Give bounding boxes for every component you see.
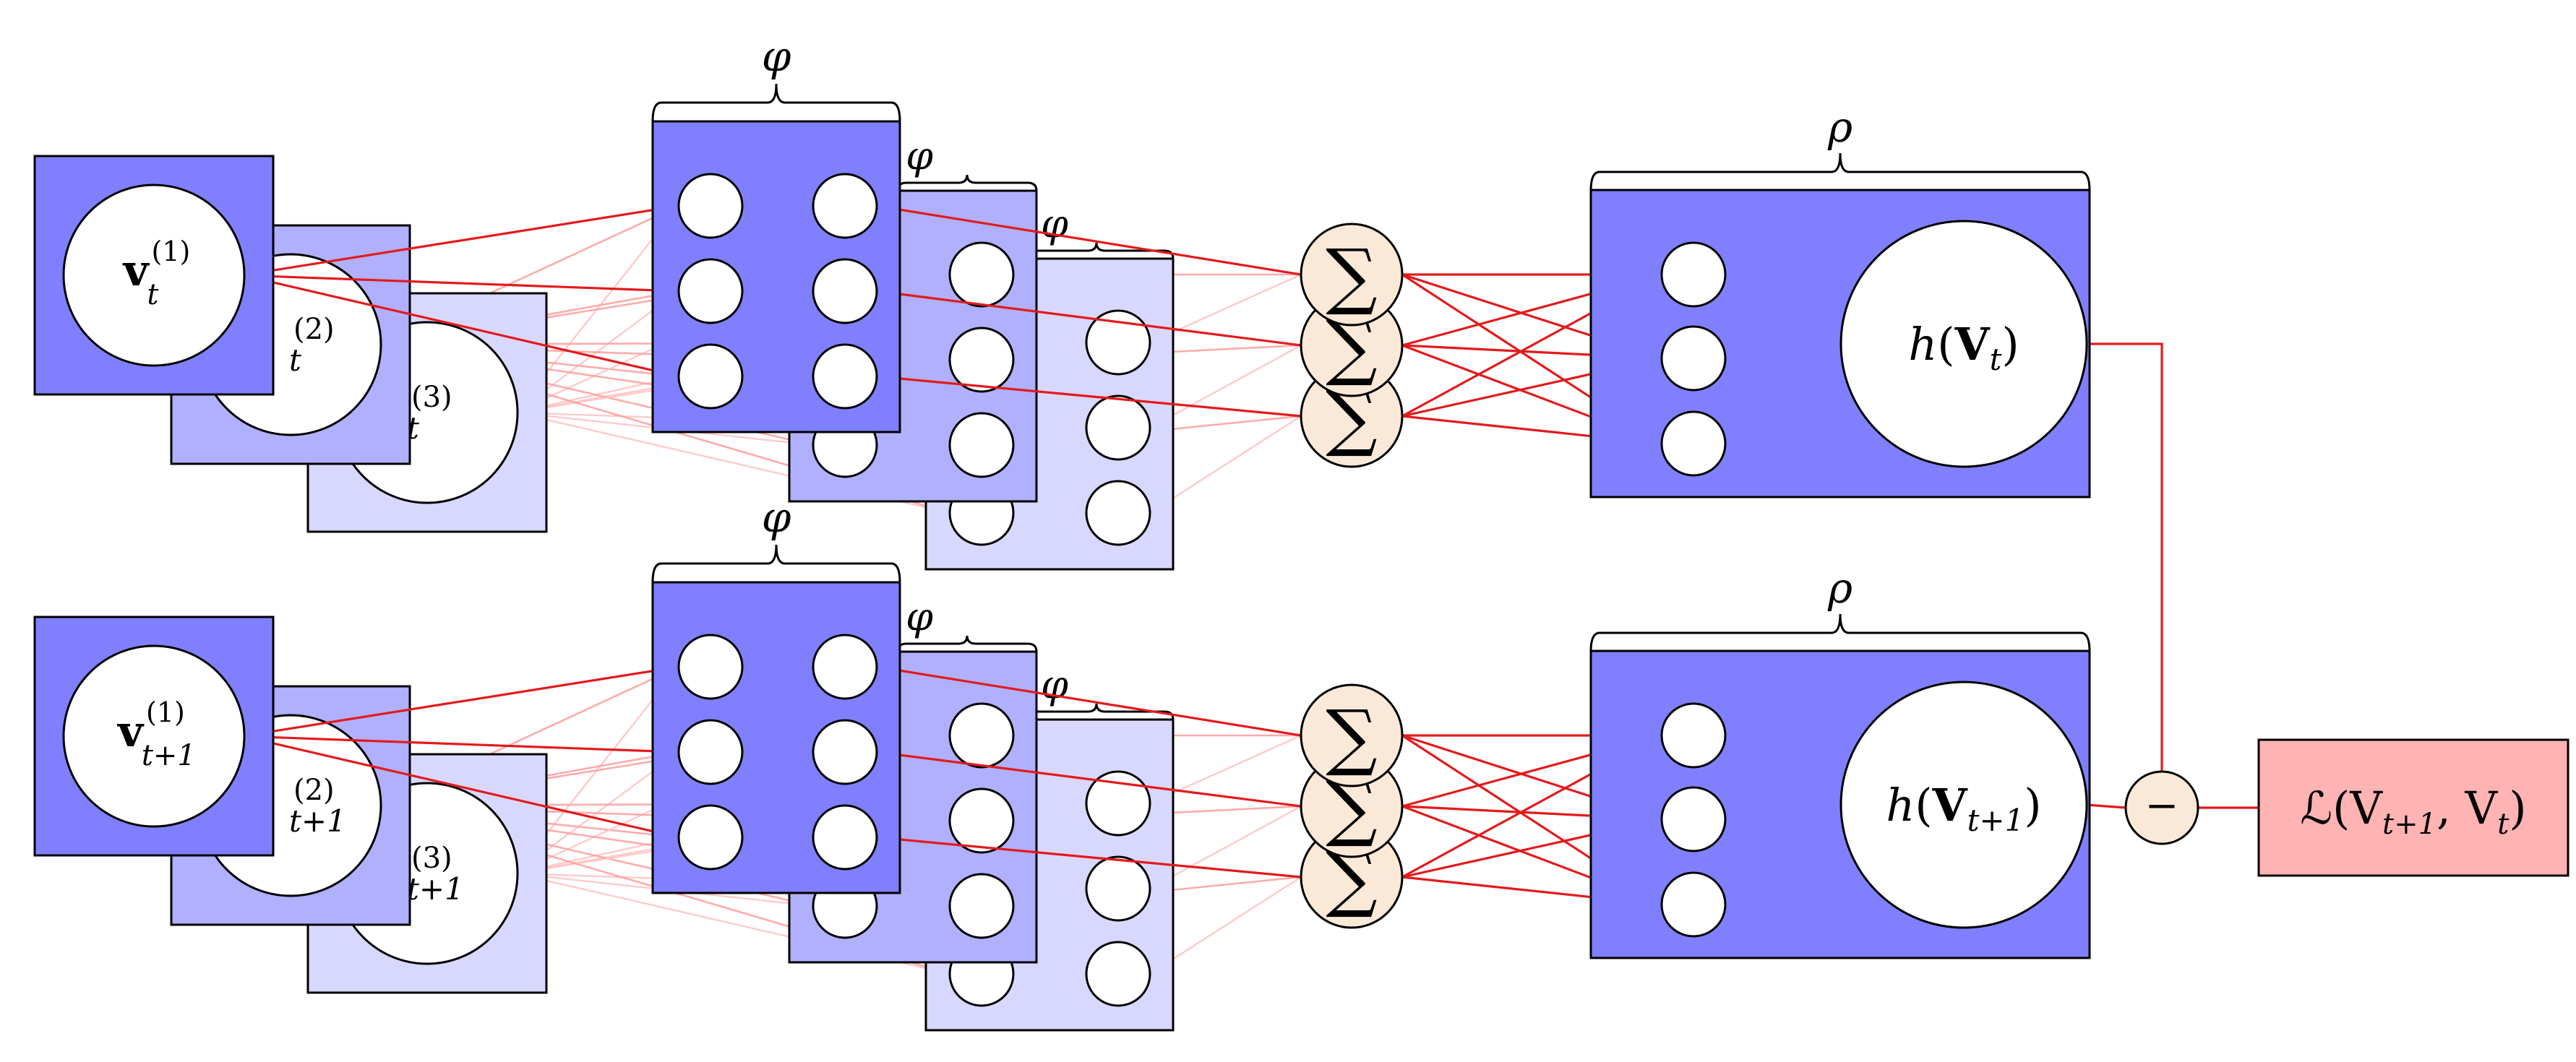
bottom-edge-sum-0 bbox=[876, 665, 1302, 737]
bottom-sum-node-0 bbox=[1300, 683, 1404, 787]
bottom-rho-node-0 bbox=[1660, 702, 1727, 769]
top-phi-brace-1 bbox=[651, 83, 901, 122]
bottom-phi3-node-5 bbox=[1085, 941, 1151, 1007]
bottom-phi1-node-3 bbox=[812, 634, 878, 700]
bottom-phi-brace-2 bbox=[896, 635, 1038, 652]
minus-symbol: − bbox=[2145, 782, 2179, 829]
bottom-edge-in-2 bbox=[241, 735, 679, 839]
bottom-phi2-node-3 bbox=[948, 702, 1015, 769]
front-layers: v(1)tφ∑∑∑ρh(Vt)v(1)t+1φ∑∑∑ρh(Vt+1)−ℒ(Vt+… bbox=[33, 32, 2569, 959]
bottom-phi1-node-0 bbox=[677, 634, 744, 700]
top-faint-sum3-0 bbox=[1149, 273, 1302, 344]
bottom-edge-sum-1 bbox=[876, 751, 1302, 808]
bottom-edge-in-1 bbox=[241, 735, 679, 754]
bottom-phi-label-3: φ bbox=[1041, 662, 1068, 707]
bottom-rho-node-2 bbox=[1660, 871, 1727, 938]
bottom-phi1-node-2 bbox=[677, 804, 744, 871]
top-input-label-1: v(1)t bbox=[122, 236, 191, 311]
top-phi3-node-4 bbox=[1085, 394, 1151, 461]
bottom-h-node bbox=[1839, 681, 2088, 929]
background-layers: (3)t(2)tφφ(3)t+1(2)t+1φφ bbox=[170, 133, 1175, 1032]
bottom-faint-sum3-2 bbox=[1149, 876, 1302, 975]
bottom-phi-label-2: φ bbox=[906, 594, 933, 639]
bottom-phi2-node-4 bbox=[948, 787, 1015, 854]
bottom-input-label-2-sup: (2) bbox=[293, 774, 335, 807]
top-rho-node-1 bbox=[1660, 325, 1727, 392]
top-rho-node-0 bbox=[1660, 241, 1727, 308]
top-edge-sum-2 bbox=[876, 375, 1302, 418]
bottom-rho-label: ρ bbox=[1827, 564, 1852, 613]
top-h-node bbox=[1839, 220, 2088, 468]
loss-label: ℒ(Vt+1, Vt) bbox=[2300, 782, 2526, 841]
top-rho-label: ρ bbox=[1827, 103, 1852, 152]
bottom-edge-sum-2 bbox=[876, 836, 1302, 878]
top-faint-sum3-2 bbox=[1149, 415, 1302, 514]
top-phi1-node-1 bbox=[677, 258, 744, 324]
bottom-phi3-node-3 bbox=[1085, 770, 1151, 837]
top-edge-in-0 bbox=[241, 204, 679, 277]
top-phi2-node-3 bbox=[948, 241, 1015, 308]
top-phi3-node-5 bbox=[1085, 480, 1151, 546]
bottom-phi1-node-1 bbox=[677, 719, 744, 785]
bottom-input-label-2-sub: t+1 bbox=[289, 803, 346, 839]
top-input-label-2-sub: t bbox=[289, 342, 301, 378]
bottom-phi3-node-4 bbox=[1085, 855, 1151, 922]
top-edge-sum-1 bbox=[876, 290, 1302, 347]
top-phi1-node-0 bbox=[677, 173, 744, 239]
top-phi-label-2: φ bbox=[906, 133, 933, 178]
top-input-label-3-sup: (3) bbox=[411, 381, 452, 414]
top-phi1-node-5 bbox=[812, 343, 878, 410]
bottom-input-node-1 bbox=[62, 644, 246, 828]
bottom-input-label-3-sup: (3) bbox=[411, 842, 452, 875]
bottom-sum-symbol-0: ∑ bbox=[1326, 694, 1377, 779]
top-phi-brace-2 bbox=[896, 174, 1038, 191]
top-phi1-node-3 bbox=[812, 173, 878, 239]
top-sum-symbol-0: ∑ bbox=[1326, 233, 1377, 318]
bottom-phi-brace-1 bbox=[651, 544, 901, 583]
top-phi2-node-5 bbox=[948, 412, 1015, 478]
bottom-h-label: h(Vt+1) bbox=[1886, 779, 2041, 838]
loss-box bbox=[2257, 738, 2569, 877]
top-phi1-node-2 bbox=[677, 343, 744, 410]
top-edge-sum-0 bbox=[876, 204, 1302, 276]
bottom-input-label-3-sub: t+1 bbox=[407, 871, 464, 907]
top-edge-in-1 bbox=[241, 274, 679, 293]
top-phi2-node-4 bbox=[948, 327, 1015, 393]
top-input-label-2-sup: (2) bbox=[293, 313, 335, 346]
bottom-edge-in-0 bbox=[241, 665, 679, 738]
bottom-rho-node-1 bbox=[1660, 786, 1727, 852]
edge-bottom-to-minus bbox=[2086, 803, 2126, 809]
top-rho-brace bbox=[1589, 152, 2091, 191]
bottom-phi1-node-4 bbox=[812, 719, 878, 785]
bottom-faint-sum3-1 bbox=[1149, 805, 1302, 890]
top-phi3-node-3 bbox=[1085, 309, 1151, 376]
top-edge-in-2 bbox=[241, 274, 679, 378]
top-phi1-node-4 bbox=[812, 258, 878, 324]
top-rho-node-2 bbox=[1660, 410, 1727, 477]
edge-top-to-minus bbox=[2087, 342, 2163, 772]
top-h-label: h(Vt) bbox=[1908, 318, 2019, 377]
minus-node bbox=[2124, 770, 2199, 845]
top-input-node-1 bbox=[62, 184, 246, 367]
top-phi-label-3: φ bbox=[1041, 201, 1068, 246]
top-phi-label-1: φ bbox=[762, 32, 791, 81]
bottom-faint-sum3-0 bbox=[1149, 734, 1302, 805]
bottom-rho-brace bbox=[1589, 613, 2091, 652]
bottom-input-label-1: v(1)t+1 bbox=[116, 696, 196, 772]
top-faint-sum3-1 bbox=[1149, 344, 1302, 429]
bottom-phi1-node-5 bbox=[812, 804, 878, 871]
bottom-phi2-node-5 bbox=[948, 873, 1015, 939]
top-sum-node-0 bbox=[1300, 223, 1404, 327]
bottom-phi-label-1: φ bbox=[762, 493, 791, 542]
